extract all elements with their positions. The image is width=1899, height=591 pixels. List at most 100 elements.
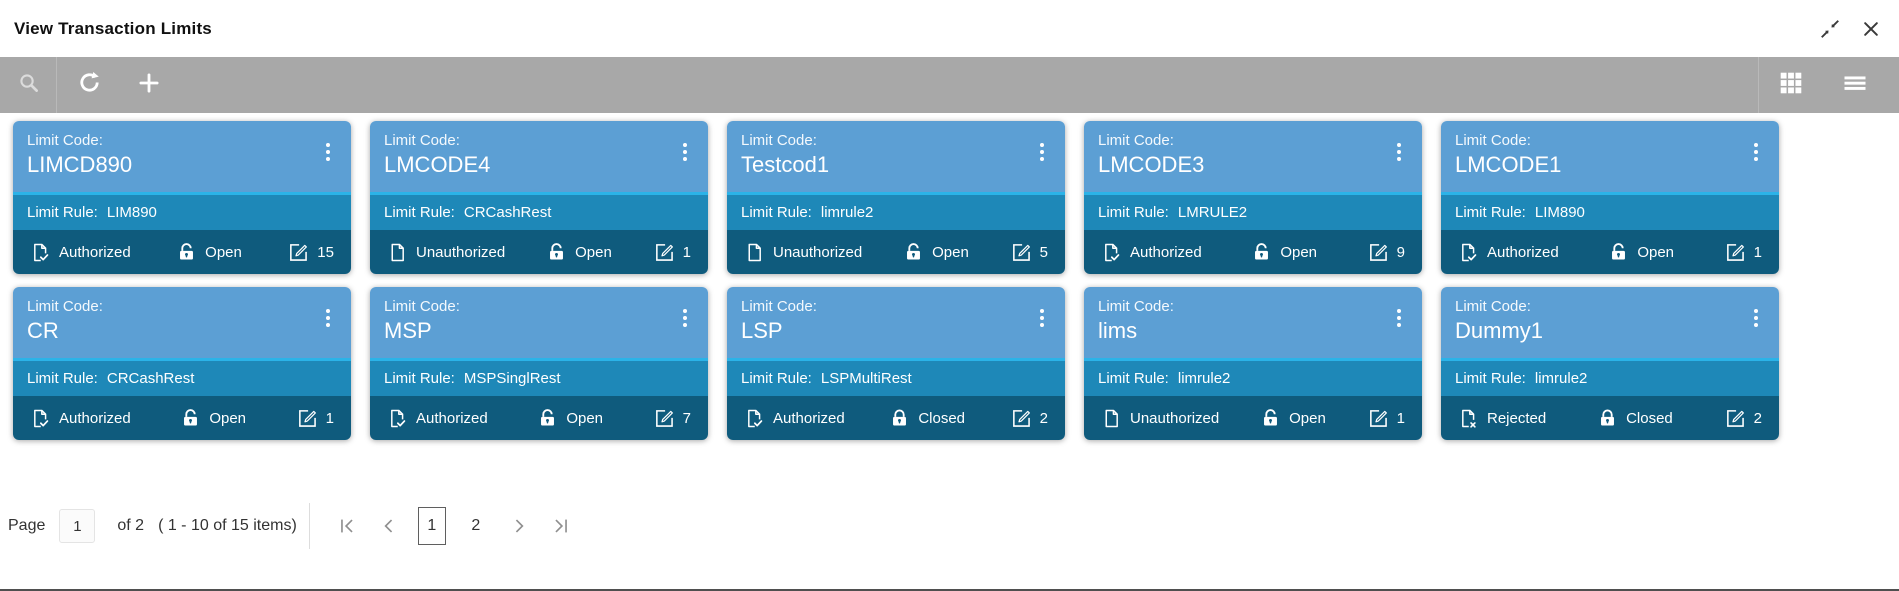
authorization-status: Unauthorized	[1101, 408, 1219, 429]
limit-code-label: Limit Code:	[1098, 298, 1174, 315]
limit-rule-value: CRCashRest	[106, 370, 195, 387]
authorization-status: Authorized	[30, 242, 131, 263]
kebab-menu-icon[interactable]	[323, 306, 333, 330]
limit-card-status-bar: Authorized O	[370, 396, 708, 440]
limit-code-label: Limit Code:	[27, 132, 103, 149]
modification-count-value: 1	[1396, 409, 1405, 427]
limit-rule-row: Limit Rule: limrule2	[1441, 361, 1779, 396]
limit-card-status-bar: Authorized O	[1441, 230, 1779, 274]
limit-card-header: Limit Code: LIMCD890	[13, 121, 351, 195]
grid-view-button[interactable]	[1759, 57, 1823, 113]
previous-page-button[interactable]	[376, 509, 402, 543]
authorized-doc-check-icon	[748, 409, 763, 427]
record-status: Open	[903, 242, 969, 263]
limit-card[interactable]: Limit Code: lims Limit Rule: limrule2	[1084, 287, 1422, 440]
limit-card-status-bar: Authorized O	[13, 230, 351, 274]
collapse-icon[interactable]	[1819, 18, 1841, 40]
refresh-button[interactable]	[57, 57, 121, 113]
kebab-menu-icon[interactable]	[1037, 140, 1047, 164]
kebab-menu-icon[interactable]	[680, 306, 690, 330]
limit-rule-value: LIM890	[106, 204, 157, 221]
items-range-text: ( 1 - 10 of 15 items)	[158, 517, 297, 534]
authorization-status: Authorized	[30, 408, 131, 429]
record-status-label: Open	[932, 243, 969, 261]
limit-rule-value: LMRULE2	[1177, 204, 1248, 221]
kebab-menu-icon[interactable]	[1751, 306, 1761, 330]
record-status: Open	[546, 242, 612, 263]
toolbar	[0, 57, 1899, 113]
limit-rule-row: Limit Rule: limrule2	[1084, 361, 1422, 396]
limit-card-header: Limit Code: lims	[1084, 287, 1422, 361]
kebab-menu-icon[interactable]	[1751, 140, 1761, 164]
edit-icon	[1010, 407, 1032, 429]
authorization-status-label: Rejected	[1487, 409, 1547, 427]
authorized-doc-check-icon	[391, 409, 406, 427]
closed-lock-icon	[893, 409, 907, 425]
authorization-status: Authorized	[387, 408, 488, 429]
modification-count-value: 2	[1753, 409, 1762, 427]
kebab-menu-icon[interactable]	[1394, 306, 1404, 330]
limit-code-label: Limit Code:	[741, 132, 817, 149]
limit-rule-value: limrule2	[1534, 370, 1588, 387]
list-view-icon	[1841, 69, 1869, 102]
limit-card[interactable]: Limit Code: LMCODE1 Limit Rule: LIM890	[1441, 121, 1779, 274]
limit-card[interactable]: Limit Code: Dummy1 Limit Rule: limrule2	[1441, 287, 1779, 440]
last-page-button[interactable]	[548, 509, 574, 543]
record-status: Closed	[889, 408, 965, 429]
kebab-menu-icon[interactable]	[1037, 306, 1047, 330]
page-number-1-button[interactable]: 1	[417, 507, 446, 545]
limit-card[interactable]: Limit Code: CR Limit Rule: CRCashRest	[13, 287, 351, 440]
limit-code-value: LMCODE3	[1098, 152, 1205, 177]
page-number-2-button[interactable]: 2	[471, 517, 481, 534]
limit-card[interactable]: Limit Code: LMCODE4 Limit Rule: CRCashRe…	[370, 121, 708, 274]
limit-card-status-bar: Authorized O	[13, 396, 351, 440]
add-button[interactable]	[121, 57, 177, 113]
plus-icon	[136, 70, 162, 101]
limit-code-value: LSP	[741, 318, 783, 343]
limit-card[interactable]: Limit Code: Testcod1 Limit Rule: limrule…	[727, 121, 1065, 274]
authorization-status-label: Unauthorized	[1130, 409, 1220, 427]
modification-count: 1	[296, 407, 334, 429]
pagination-bar: Page of 2 ( 1 - 10 of 15 items) 1 2	[8, 503, 1899, 549]
limit-card-header: Limit Code: MSP	[370, 287, 708, 361]
edit-icon	[1724, 241, 1746, 263]
limit-rule-value: limrule2	[820, 204, 874, 221]
page-input[interactable]	[59, 509, 96, 543]
kebab-menu-icon[interactable]	[323, 140, 333, 164]
authorization-status: Authorized	[1101, 242, 1202, 263]
authorization-status: Authorized	[1458, 242, 1559, 263]
edit-icon	[1010, 241, 1032, 263]
limit-card[interactable]: Limit Code: LSP Limit Rule: LSPMultiRest	[727, 287, 1065, 440]
close-icon[interactable]	[1861, 19, 1881, 39]
unauthorized-doc-icon	[1105, 409, 1118, 427]
limit-card[interactable]: Limit Code: LIMCD890 Limit Rule: LIM890	[13, 121, 351, 274]
limit-rule-row: Limit Rule: limrule2	[727, 195, 1065, 230]
limit-code-label: Limit Code:	[1455, 298, 1531, 315]
authorization-status-label: Authorized	[416, 409, 488, 427]
first-page-button[interactable]	[334, 509, 360, 543]
authorization-status-label: Authorized	[59, 409, 131, 427]
record-status: Closed	[1597, 408, 1673, 429]
limit-card-header: Limit Code: LMCODE3	[1084, 121, 1422, 195]
limit-card-status-bar: Unauthorized	[370, 230, 708, 274]
limit-rule-row: Limit Rule: CRCashRest	[13, 361, 351, 396]
edit-icon	[1367, 407, 1389, 429]
kebab-menu-icon[interactable]	[680, 140, 690, 164]
modification-count-value: 9	[1396, 243, 1405, 261]
search-button[interactable]	[0, 57, 56, 113]
record-status-label: Open	[575, 243, 612, 261]
limit-card[interactable]: Limit Code: LMCODE3 Limit Rule: LMRULE2	[1084, 121, 1422, 274]
limit-code-label: Limit Code:	[1098, 132, 1174, 149]
limit-rule-row: Limit Rule: CRCashRest	[370, 195, 708, 230]
open-lock-icon	[184, 408, 198, 425]
kebab-menu-icon[interactable]	[1394, 140, 1404, 164]
limit-rule-value: LIM890	[1534, 204, 1585, 221]
limit-card[interactable]: Limit Code: MSP Limit Rule: MSPSinglRest	[370, 287, 708, 440]
record-status-label: Closed	[1626, 409, 1673, 427]
limit-rule-value: MSPSinglRest	[463, 370, 561, 387]
list-view-button[interactable]	[1823, 57, 1887, 113]
next-page-button[interactable]	[506, 509, 532, 543]
limit-rule-label: Limit Rule:	[1098, 370, 1169, 387]
modification-count: 2	[1010, 407, 1048, 429]
